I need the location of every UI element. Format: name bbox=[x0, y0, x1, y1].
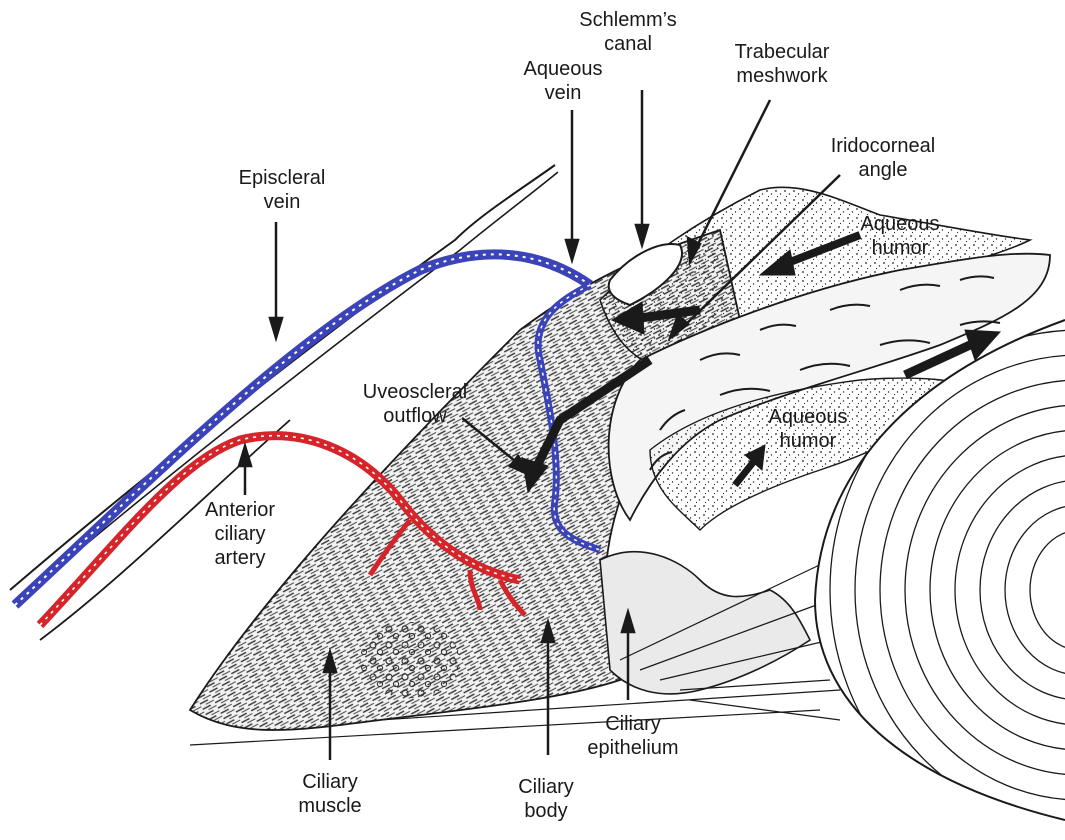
label-ciliary-muscle: Ciliary muscle bbox=[298, 770, 361, 818]
label-uveoscleral-outflow: Uveoscleral outflow bbox=[363, 380, 467, 428]
label-line: Iridocorneal bbox=[831, 134, 936, 158]
label-line: outflow bbox=[363, 404, 467, 428]
label-schlemms-canal: Schlemm’s canal bbox=[579, 8, 676, 56]
label-line: angle bbox=[831, 158, 936, 182]
label-line: Trabecular bbox=[735, 40, 830, 64]
label-aqueous-humor-top: Aqueous humor bbox=[861, 212, 940, 260]
label-line: Aqueous bbox=[769, 405, 848, 429]
ciliary-vessel-cluster bbox=[360, 622, 460, 698]
label-line: canal bbox=[579, 32, 676, 56]
label-aqueous-vein: Aqueous vein bbox=[524, 57, 603, 105]
label-line: Schlemm’s bbox=[579, 8, 676, 32]
label-line: vein bbox=[239, 190, 326, 214]
label-line: vein bbox=[524, 81, 603, 105]
label-line: Ciliary bbox=[298, 770, 361, 794]
label-line: ciliary bbox=[205, 522, 275, 546]
label-line: Aqueous bbox=[524, 57, 603, 81]
label-ciliary-body: Ciliary body bbox=[518, 775, 574, 823]
label-anterior-ciliary-artery: Anterior ciliary artery bbox=[205, 498, 275, 570]
label-line: Uveoscleral bbox=[363, 380, 467, 404]
label-aqueous-humor-mid: Aqueous humor bbox=[769, 405, 848, 453]
label-line: epithelium bbox=[587, 736, 678, 760]
label-line: muscle bbox=[298, 794, 361, 818]
label-line: Ciliary bbox=[518, 775, 574, 799]
label-line: body bbox=[518, 799, 574, 823]
label-line: humor bbox=[861, 236, 940, 260]
label-trabecular-meshwork: Trabecular meshwork bbox=[735, 40, 830, 88]
label-line: Anterior bbox=[205, 498, 275, 522]
label-ciliary-epithelium: Ciliary epithelium bbox=[587, 712, 678, 760]
label-line: Ciliary bbox=[587, 712, 678, 736]
label-line: Episcleral bbox=[239, 166, 326, 190]
label-line: meshwork bbox=[735, 64, 830, 88]
label-line: humor bbox=[769, 429, 848, 453]
label-line: Aqueous bbox=[861, 212, 940, 236]
label-episcleral-vein: Episcleral vein bbox=[239, 166, 326, 214]
label-line: artery bbox=[205, 546, 275, 570]
label-iridocorneal-angle: Iridocorneal angle bbox=[831, 134, 936, 182]
